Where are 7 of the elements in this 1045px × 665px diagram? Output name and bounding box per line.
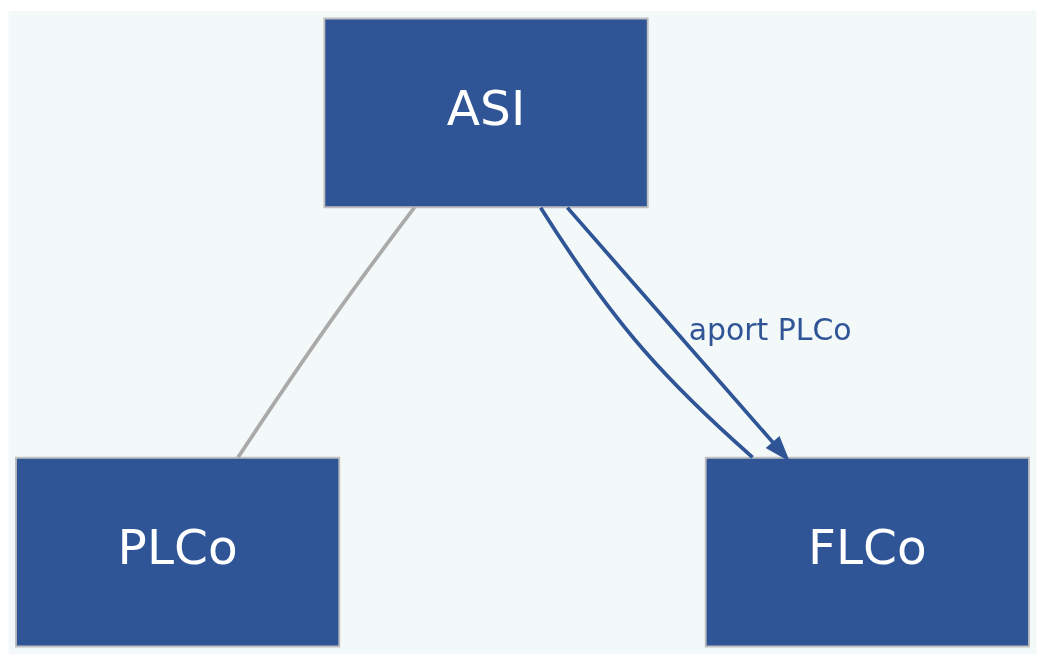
- connector: [539, 206, 754, 459]
- edge-label: aport PLCo: [688, 311, 852, 347]
- connector: [236, 206, 416, 459]
- node-box: ASI: [323, 17, 649, 209]
- node-box: PLCo: [15, 456, 341, 648]
- arrow: [565, 206, 790, 462]
- node-box: FLCo: [704, 456, 1030, 648]
